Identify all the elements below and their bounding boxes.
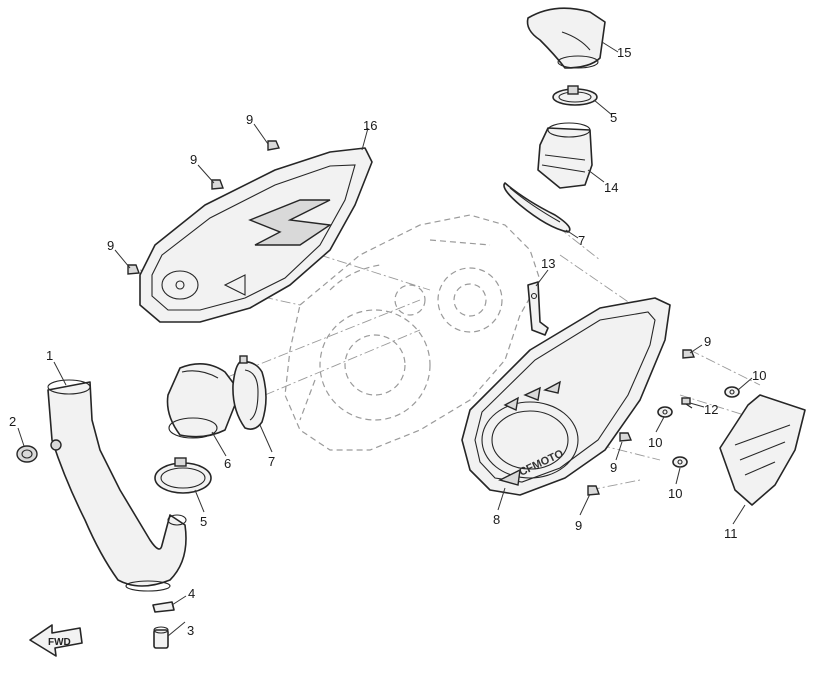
callout-9-bottom: 9 [575,518,582,533]
callout-labels: 1 2 3 4 5 5 6 7 7 8 9 9 9 9 9 9 10 10 10… [9,45,766,638]
callout-16: 16 [363,118,377,133]
seal-ring-lower-part-7 [232,355,267,430]
callout-5-lower: 5 [200,514,207,529]
fwd-label: FWD [48,637,71,648]
leader-lines [17,41,753,637]
bolt-part-9-f [587,485,600,496]
callout-6: 6 [224,456,231,471]
intake-boot-part-14 [537,122,593,189]
hose-clamp-upper-part-5 [552,85,598,106]
bolt-part-9-c [127,264,140,275]
callout-14: 14 [604,180,618,195]
callout-3: 3 [187,623,194,638]
callout-8: 8 [493,512,500,527]
intake-elbow-part-15 [526,7,606,69]
callout-9-center: 9 [610,460,617,475]
callout-7-upper: 7 [578,233,585,248]
callout-7-lower: 7 [268,454,275,469]
inner-cover-part-16 [139,147,373,323]
callout-10-bottom: 10 [668,486,682,501]
callout-13: 13 [541,256,555,271]
callout-12: 12 [704,402,718,417]
grommet-part-2 [16,445,38,463]
callout-9-left: 9 [107,238,114,253]
duct-hose-part-1 [47,379,187,592]
bracket-part-13 [527,281,549,336]
callout-2: 2 [9,414,16,429]
callout-4: 4 [188,586,195,601]
seal-ring-upper-part-7 [503,182,571,233]
washer-part-10-c [672,456,688,468]
vent-cover-part-11 [719,394,806,506]
drain-plug-part-3 [153,626,169,649]
callout-1: 1 [46,348,53,363]
callout-5-upper: 5 [610,110,617,125]
washer-part-10-a [724,386,740,398]
elbow-boot-part-6 [166,363,241,439]
bolt-part-9-b [211,179,224,190]
hose-clamp-lower-part-5 [154,457,212,494]
clip-part-4 [152,601,175,613]
callout-9-right: 9 [704,334,711,349]
callout-10-top: 10 [752,368,766,383]
bolt-part-9-a [267,140,280,151]
callout-11: 11 [724,526,738,541]
washer-part-10-b [657,406,673,418]
callout-9-top: 9 [246,112,253,127]
forward-direction-arrow: FWD [29,624,83,657]
screw-part-12 [681,397,693,409]
callout-15: 15 [617,45,631,60]
callout-9-mid: 9 [190,152,197,167]
outer-cvt-cover-part-8: CFMOTO [461,297,671,496]
engine-crankcase-outline [284,214,541,451]
callout-10-mid: 10 [648,435,662,450]
bolt-part-9-e [619,432,633,442]
